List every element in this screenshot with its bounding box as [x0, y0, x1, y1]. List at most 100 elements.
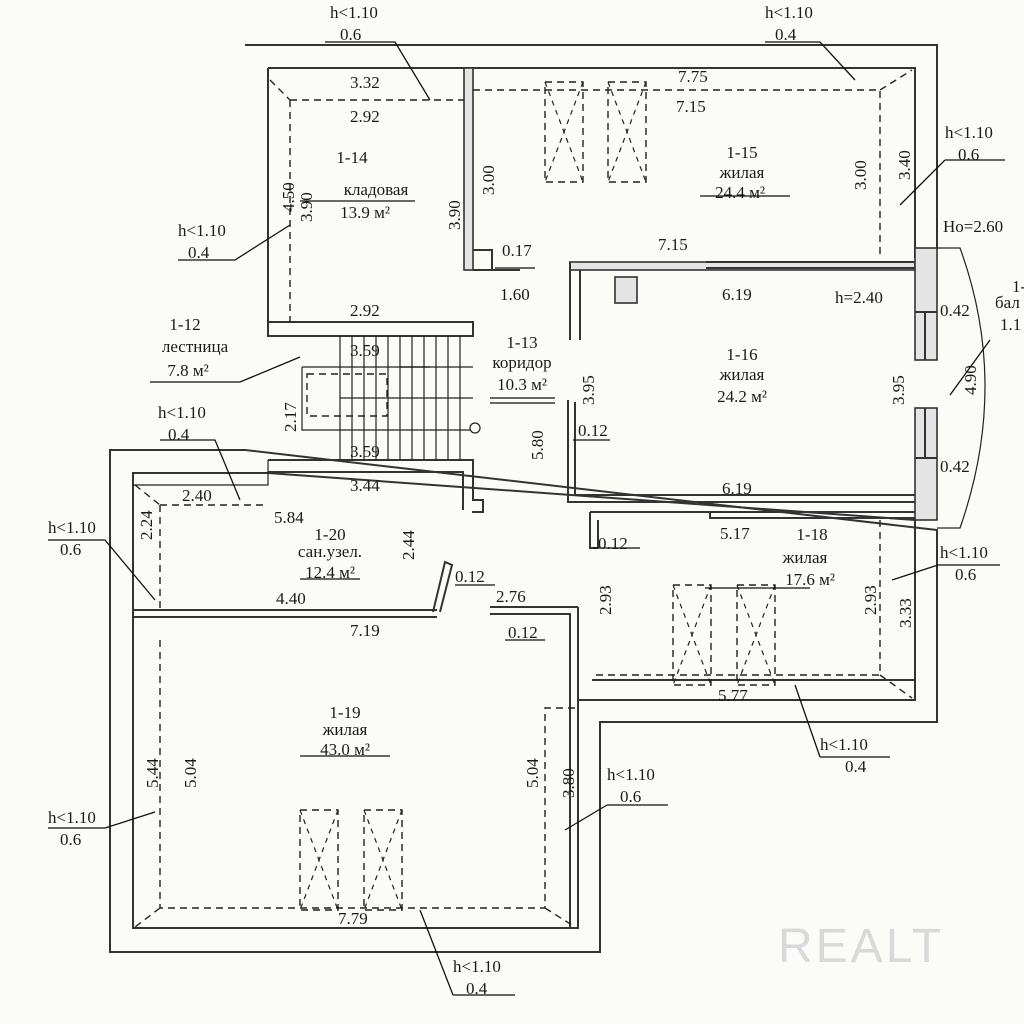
- roof-window: [363, 809, 403, 911]
- height-note-value: 0.6: [955, 565, 976, 584]
- room-height-label: h=2.40: [835, 288, 883, 307]
- dimension: 4.90: [961, 365, 980, 395]
- dimension: 5.04: [523, 758, 542, 788]
- dimension: 5.84: [274, 508, 304, 527]
- dimension: 3.95: [579, 375, 598, 405]
- height-note: h<1.10: [940, 543, 988, 562]
- room-name: жилая: [782, 548, 828, 567]
- dimension: 2.76: [496, 587, 526, 606]
- room-id: 1-13: [506, 333, 537, 352]
- height-note: h<1.10: [453, 957, 501, 976]
- height-note-value: 0.6: [60, 540, 81, 559]
- height-note: h<1.10: [945, 123, 993, 142]
- room-area: 13.9 м²: [340, 203, 390, 222]
- dimension: 3.40: [895, 150, 914, 180]
- height-notes: h<1.100.6 h<1.100.4 h<1.100.6 h<1.100.4 …: [48, 3, 993, 998]
- height-note-value: 0.4: [188, 243, 210, 262]
- room-name: жилая: [719, 163, 765, 182]
- dimension: 6.19: [722, 479, 752, 498]
- outer-walls: [109, 44, 938, 953]
- dimension: 2.92: [350, 301, 380, 320]
- room-id: 1-16: [726, 345, 757, 364]
- dimension: 1.60: [500, 285, 530, 304]
- dimension: 0.12: [508, 623, 538, 642]
- dimension: 2.24: [137, 510, 156, 540]
- dimension: 3.00: [479, 165, 498, 195]
- room-id: 1-14: [336, 148, 368, 167]
- dimension: 7.15: [676, 97, 706, 116]
- dimension: 0.42: [940, 457, 970, 476]
- dimension: 2.92: [350, 107, 380, 126]
- height-note-value: 0.4: [845, 757, 867, 776]
- room-id: 1-15: [726, 143, 757, 162]
- roof-window: [299, 809, 339, 911]
- roof-window: [672, 584, 712, 686]
- dimension: 3.90: [445, 200, 464, 230]
- dimension: 7.19: [350, 621, 380, 640]
- dimension: 5.80: [528, 430, 547, 460]
- room-1-14: 1-14 кладовая 13.9 м²: [336, 148, 408, 222]
- dimension: 7.79: [338, 909, 368, 928]
- watermark-logo: REALT: [778, 920, 944, 973]
- room-name: сан.узел.: [298, 542, 362, 561]
- dimension: 5.44: [143, 758, 162, 788]
- height-note: h<1.10: [158, 403, 206, 422]
- dimension: 0.42: [940, 301, 970, 320]
- ceiling-slope-lines: [134, 69, 913, 928]
- room-name: кладовая: [344, 180, 409, 199]
- height-note-value: 0.6: [340, 25, 361, 44]
- height-note: h<1.10: [48, 518, 96, 537]
- room-area: 24.4 м²: [715, 183, 765, 202]
- dimension: 3.80: [559, 768, 578, 798]
- height-note: h<1.10: [48, 808, 96, 827]
- room-area: 17.6 м²: [785, 570, 835, 589]
- room-area: 24.2 м²: [717, 387, 767, 406]
- height-note-value: 0.4: [168, 425, 190, 444]
- roof-window: [736, 584, 776, 686]
- room-name: коридор: [492, 353, 551, 372]
- balcony-value: 1.1: [1000, 315, 1021, 334]
- dimension: 7.75: [678, 67, 708, 86]
- staircase: [301, 336, 481, 460]
- height-note: h<1.10: [330, 3, 378, 22]
- height-note-value: 0.6: [958, 145, 979, 164]
- leader-lines: [48, 41, 1005, 996]
- room-id: 1-12: [169, 315, 200, 334]
- height-note: h<1.10: [607, 765, 655, 784]
- balcony-name: бал: [995, 293, 1020, 312]
- height-note-value: 0.4: [466, 979, 488, 998]
- height-note-value: 0.4: [775, 25, 797, 44]
- dimension: 0.12: [578, 421, 608, 440]
- room-id: 1-19: [329, 703, 360, 722]
- dimension: 0.12: [455, 567, 485, 586]
- dimension: 2.93: [596, 585, 615, 615]
- room-id: 1-20: [314, 525, 345, 544]
- height-note: h<1.10: [178, 221, 226, 240]
- room-area: 12.4 м²: [305, 563, 355, 582]
- dimension: 2.44: [399, 530, 418, 560]
- room-name: жилая: [719, 365, 765, 384]
- dimension: 2.93: [861, 585, 880, 615]
- room-name: жилая: [322, 720, 368, 739]
- balcony-outline: [937, 247, 986, 529]
- room-area: 10.3 м²: [497, 375, 547, 394]
- height-note: h<1.10: [765, 3, 813, 22]
- dimension: 3.00: [851, 160, 870, 190]
- dimensions: 3.32 2.92 7.75 7.15 3.00 3.90 4.50 3.90 …: [137, 67, 980, 928]
- dimension: 0.12: [598, 534, 628, 553]
- roof-windows: [299, 81, 776, 911]
- dimension: 3.90: [297, 192, 316, 222]
- dimension: 0.17: [502, 241, 532, 260]
- dimension: 3.59: [350, 442, 380, 461]
- dimension: 7.15: [658, 235, 688, 254]
- room-name: лестница: [162, 337, 229, 356]
